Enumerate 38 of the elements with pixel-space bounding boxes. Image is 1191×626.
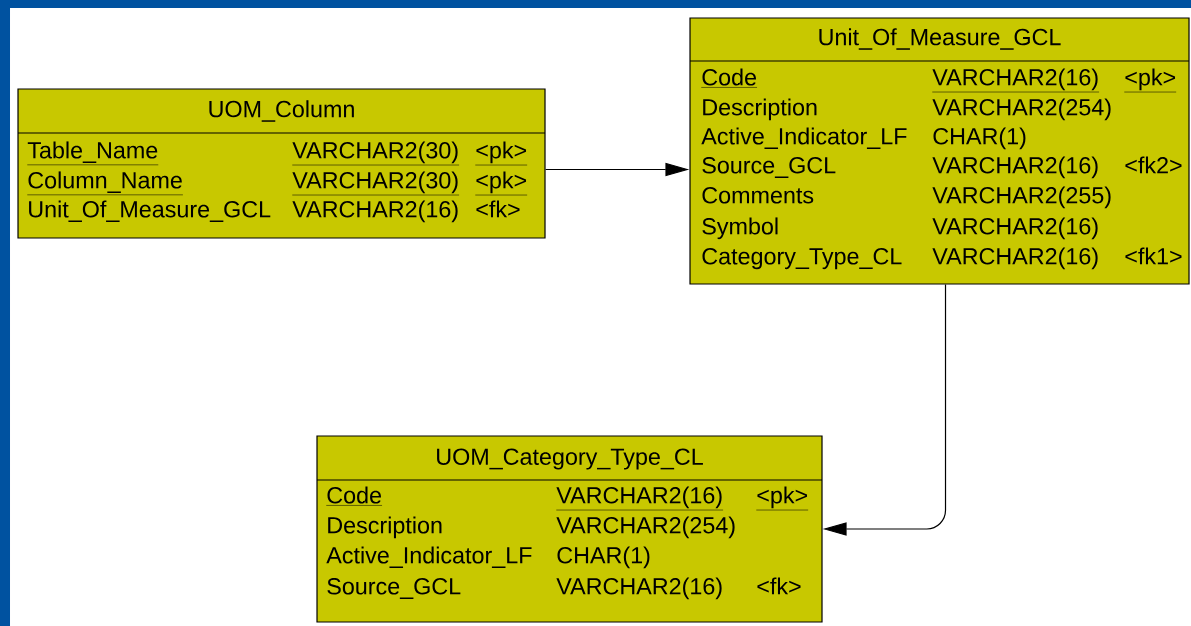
data-type: VARCHAR2(16) [556,486,724,511]
data-type: VARCHAR2(16) [932,68,1100,93]
column-name: Code [326,486,383,506]
data-type: VARCHAR2(254) [556,516,735,539]
entity-table [17,88,546,239]
data-type: VARCHAR2(30) [292,141,460,166]
data-type: VARCHAR2(30) [292,171,460,196]
column-name: Symbol [702,217,778,240]
entity-table [316,435,823,623]
table-title: Unit_Of_Measure_GCL [819,28,1061,50]
entity-table [689,17,1190,285]
column-name: Category_Type_CL [702,248,902,270]
column-name: Source_GCL [702,157,836,178]
column-name: Active_Indicator_LF [326,546,532,568]
data-type: VARCHAR2(255) [932,186,1111,209]
column-name: Source_GCL [327,578,461,599]
data-type: CHAR(1) [557,546,650,569]
column-name: Column_Name [27,171,184,196]
column-name: Active_Indicator_LF [701,127,907,149]
data-type: VARCHAR2(254) [932,98,1111,121]
key-marker: <fk2> [1125,156,1182,174]
column-name: Comments [702,187,814,204]
data-type: VARCHAR2(16) [556,577,722,600]
column-name: Unit_Of_Measure_GCL [29,200,271,222]
data-type: VARCHAR2(16) [292,200,458,223]
key-marker: <fk1> [1125,247,1182,265]
data-type: CHAR(1) [933,127,1026,150]
column-name: Table_Name [27,141,159,166]
data-type: VARCHAR2(16) [932,217,1098,240]
key-marker: <fk> [476,200,520,218]
key-marker: <fk> [757,577,801,595]
column-name: Description [328,516,442,539]
column-name: Description [703,98,817,121]
data-type: VARCHAR2(16) [932,156,1098,179]
table-title: UOM_Column [209,100,354,122]
data-type: VARCHAR2(16) [932,247,1098,270]
column-name: Code [701,68,758,88]
table-title: UOM_Category_Type_CL [437,448,703,470]
